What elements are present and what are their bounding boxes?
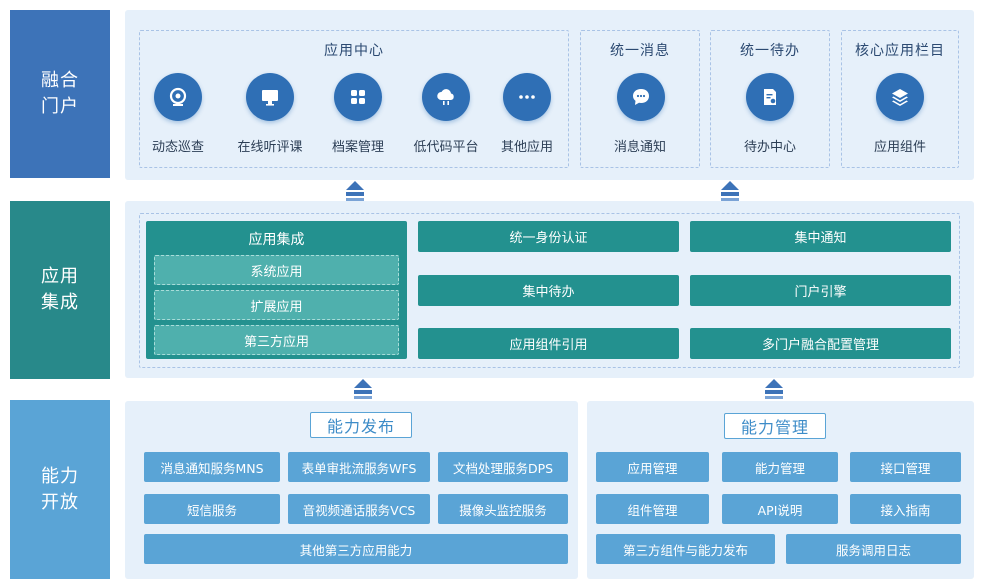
chat-icon[interactable] <box>617 73 665 121</box>
integration-item-system[interactable]: 系统应用 <box>154 255 399 285</box>
todo-title: 统一待办 <box>740 43 800 59</box>
camera-icon[interactable] <box>154 73 202 121</box>
message-box <box>580 30 700 168</box>
manage-item[interactable]: 服务调用日志 <box>786 534 961 564</box>
app-label-archive[interactable]: 档案管理 <box>331 140 384 155</box>
app-label-low-code[interactable]: 低代码平台 <box>413 140 479 155</box>
message-item-label[interactable]: 消息通知 <box>613 140 666 155</box>
core-box <box>841 30 959 168</box>
publish-item-other[interactable]: 其他第三方应用能力 <box>144 534 568 564</box>
layers-icon[interactable] <box>876 73 924 121</box>
document-icon[interactable] <box>746 73 794 121</box>
integration-item-extension[interactable]: 扩展应用 <box>154 290 399 320</box>
todo-item-label[interactable]: 待办中心 <box>743 140 796 155</box>
more-icon[interactable] <box>503 73 551 121</box>
integration-box <box>139 213 960 368</box>
manage-item[interactable]: 能力管理 <box>722 452 838 482</box>
app-label-other[interactable]: 其他应用 <box>500 140 553 155</box>
app-center-title: 应用中心 <box>324 43 384 59</box>
app-label-inspection[interactable]: 动态巡查 <box>151 140 204 155</box>
manage-title: 能力管理 <box>724 413 826 439</box>
integration-central-todo[interactable]: 集中待办 <box>418 275 679 306</box>
app-label-online-class[interactable]: 在线听评课 <box>237 140 303 155</box>
todo-box <box>710 30 830 168</box>
publish-title: 能力发布 <box>310 412 412 438</box>
integration-component-ref[interactable]: 应用组件引用 <box>418 328 679 359</box>
layer-label-open: 能力 开放 <box>10 400 110 579</box>
core-title: 核心应用栏目 <box>855 43 945 59</box>
message-title: 统一消息 <box>610 43 670 59</box>
publish-item[interactable]: 摄像头监控服务 <box>438 494 568 524</box>
layer-label-integration: 应用 集成 <box>10 201 110 379</box>
core-item-label[interactable]: 应用组件 <box>873 140 926 155</box>
monitor-icon[interactable] <box>246 73 294 121</box>
arrow-up-icon <box>720 180 740 202</box>
manage-item[interactable]: 组件管理 <box>596 494 709 524</box>
manage-item[interactable]: API说明 <box>722 494 838 524</box>
arrow-up-icon <box>764 378 784 400</box>
integration-multi-portal-config[interactable]: 多门户融合配置管理 <box>690 328 951 359</box>
grid-icon[interactable] <box>334 73 382 121</box>
layer-label-portal: 融合 门户 <box>10 10 110 178</box>
manage-item[interactable]: 接入指南 <box>850 494 961 524</box>
publish-item[interactable]: 音视频通话服务VCS <box>288 494 430 524</box>
publish-item[interactable]: 短信服务 <box>144 494 280 524</box>
integration-identity-auth[interactable]: 统一身份认证 <box>418 221 679 252</box>
arrow-up-icon <box>353 378 373 400</box>
integration-item-third-party[interactable]: 第三方应用 <box>154 325 399 355</box>
publish-item[interactable]: 表单审批流服务WFS <box>288 452 430 482</box>
manage-item[interactable]: 接口管理 <box>850 452 961 482</box>
manage-item[interactable]: 第三方组件与能力发布 <box>596 534 775 564</box>
arrow-up-icon <box>345 180 365 202</box>
integration-central-notify[interactable]: 集中通知 <box>690 221 951 252</box>
app-center-box <box>139 30 569 168</box>
publish-item[interactable]: 文档处理服务DPS <box>438 452 568 482</box>
cloud-icon[interactable] <box>422 73 470 121</box>
publish-item[interactable]: 消息通知服务MNS <box>144 452 280 482</box>
integration-portal-engine[interactable]: 门户引擎 <box>690 275 951 306</box>
app-integration-title: 应用集成 <box>248 232 305 248</box>
manage-item[interactable]: 应用管理 <box>596 452 709 482</box>
